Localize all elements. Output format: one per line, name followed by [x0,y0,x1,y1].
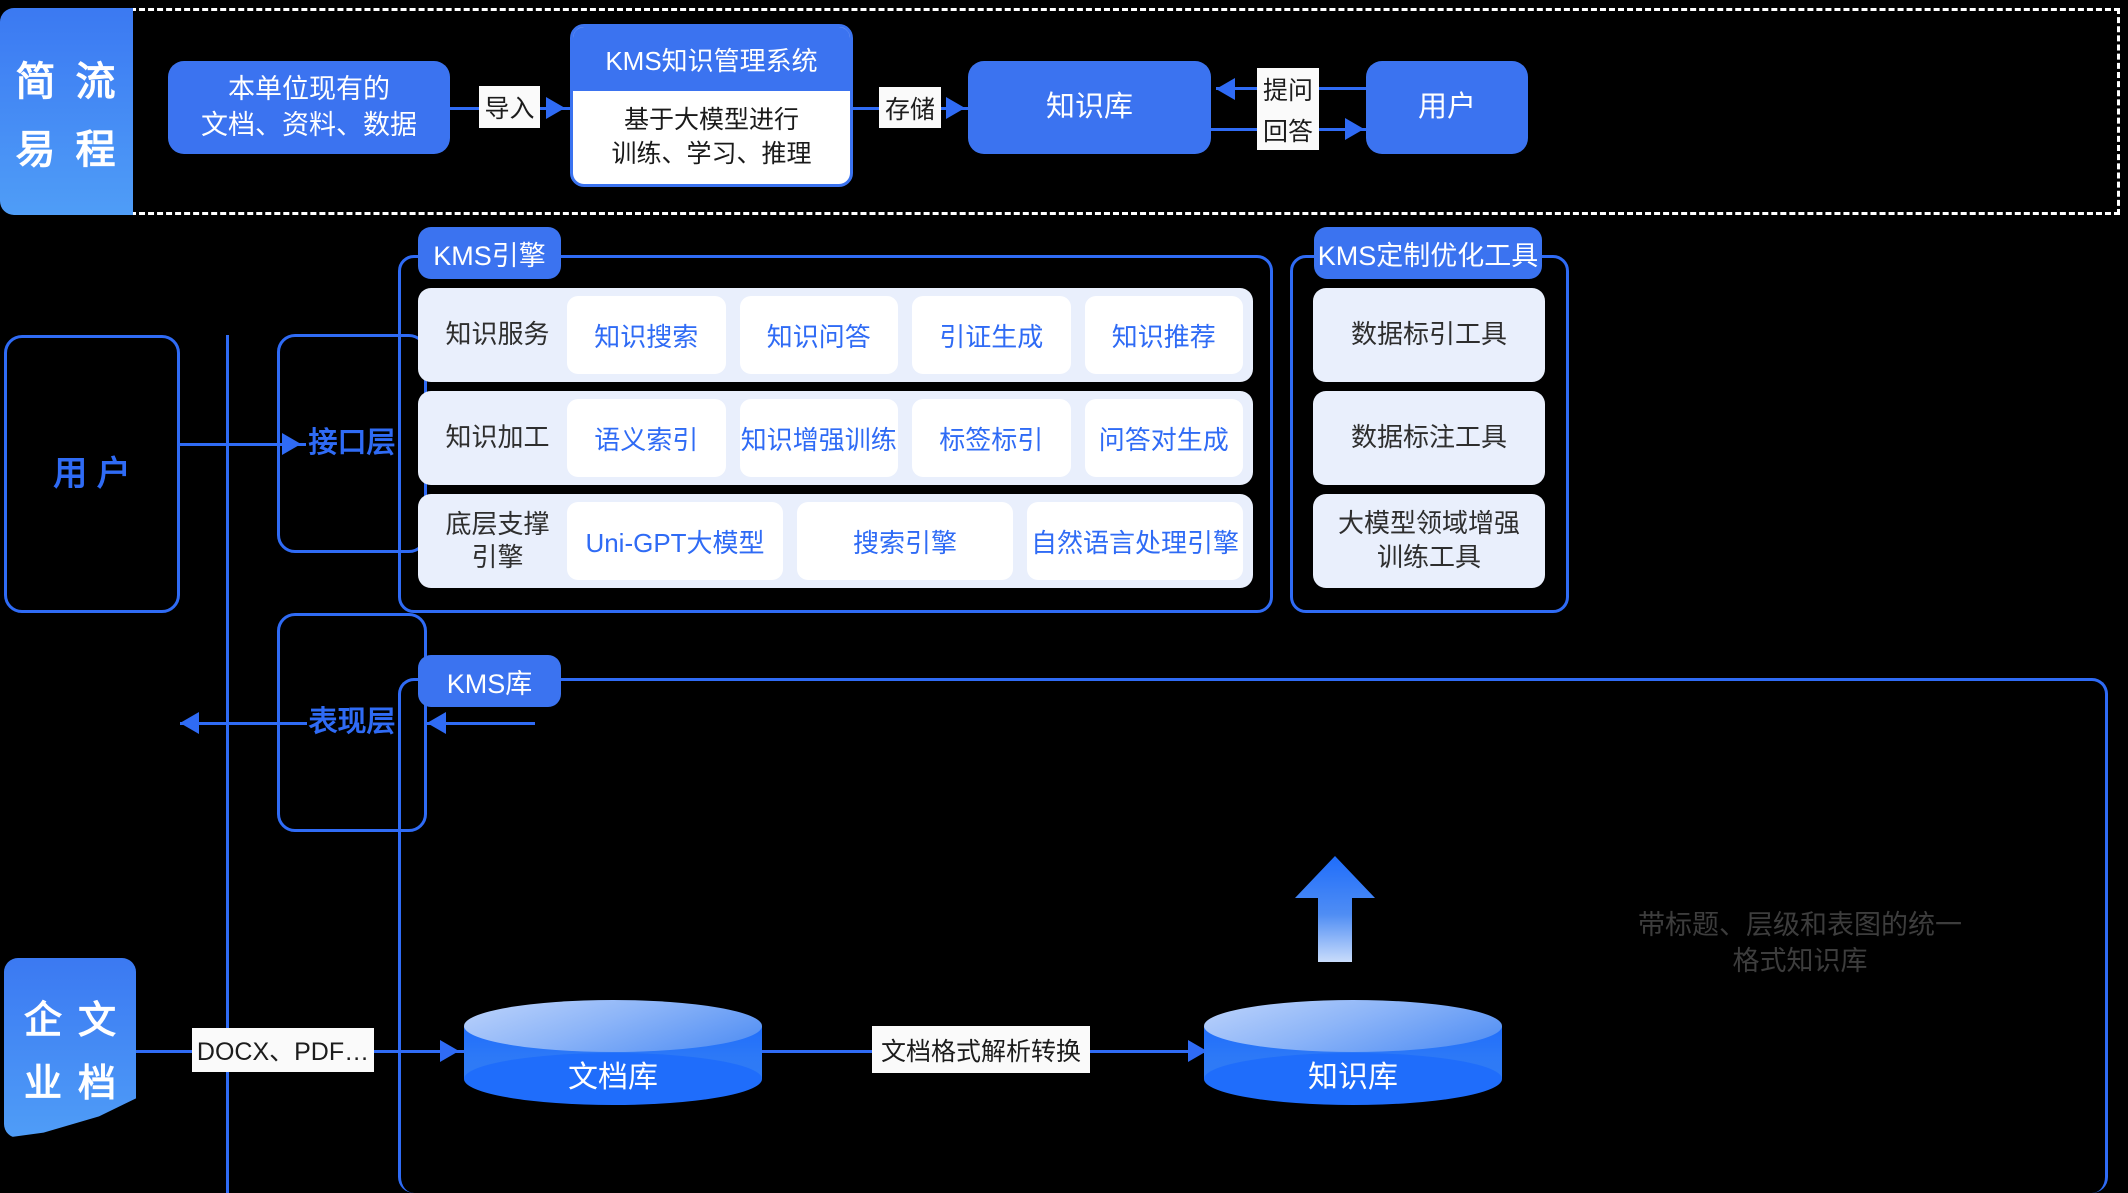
engine-cell-2-0[interactable]: Uni-GPT大模型 [567,502,783,580]
knowledge-store-label: 知识库 [1308,1060,1398,1094]
kms-library-panel [398,678,2108,1193]
flow-tag-char-1-0: 易 [15,127,58,172]
arrowhead-kms-to-kb [946,97,965,119]
flow-tag-char-0-0: 简 [15,59,58,104]
tool-item-2[interactable]: 大模型领域增强训练工具 [1313,494,1545,588]
knowledge-store-annotation-text: 带标题、层级和表图的统一格式知识库 [1638,910,1962,976]
kms-library-tag: KMS库 [418,655,561,707]
arrowhead-user-to-interface [282,433,301,455]
engine-row-label-0: 知识服务 [445,319,550,350]
engine-row-foundation: 底层支撑引擎 Uni-GPT大模型 搜索引擎 自然语言处理引擎 [418,494,1253,588]
engine-cell-1-1[interactable]: 知识增强训练 [739,399,898,477]
engine-cell-0-2[interactable]: 引证生成 [912,296,1071,374]
flow-knowledge-base-label: 知识库 [1045,91,1133,124]
kms-system-card[interactable]: KMS知识管理系统 基于大模型进行训练、学习、推理 [570,24,853,187]
arch-user-box[interactable]: 用 户 [4,335,180,613]
engine-cell-1-2[interactable]: 标签标引 [912,399,1071,477]
upward-flow-arrow [1295,856,1375,962]
engine-cell-1-0[interactable]: 语义索引 [567,399,726,477]
flow-tag-char-0-1: 流 [75,59,118,104]
arrowhead-docs-to-docstore [440,1040,459,1062]
ask-edge-label: 提问 [1257,68,1319,109]
kms-system-desc: 基于大模型进行训练、学习、推理 [611,106,812,168]
tool-item-1[interactable]: 数据标注工具 [1313,391,1545,485]
engine-cell-2-1[interactable]: 搜索引擎 [797,502,1013,580]
kms-tools-tag: KMS定制优化工具 [1314,227,1542,279]
interface-layer-label: 接口层 [308,427,396,460]
engine-row-knowledge-processing: 知识加工 语义索引 知识增强训练 标签标引 问答对生成 [418,391,1253,485]
arrowhead-presentation-to-user [180,712,199,734]
arrowhead-answer [1345,118,1364,140]
doc-tag-char-1-1: 档 [78,1063,117,1105]
file-format-edge-label: DOCX、PDF… [192,1028,374,1072]
document-store-top [464,1000,762,1052]
arrowhead-source-to-kms [546,97,565,119]
source-documents-box[interactable]: 本单位现有的文档、资料、数据 [168,61,450,154]
knowledge-store-top [1204,1000,1502,1052]
knowledge-store-bottom [1204,1053,1502,1105]
vertical-bus-line [226,335,229,1193]
kms-system-title: KMS知识管理系统 [573,27,850,91]
engine-cell-0-3[interactable]: 知识推荐 [1084,296,1243,374]
flow-tag-char-1-1: 程 [75,127,118,172]
connector-engine-to-presentation [427,722,535,725]
connector-user-to-interface [180,443,306,446]
arrowhead-engine-to-presentation [427,712,446,734]
tool-label-2: 大模型领域增强训练工具 [1337,508,1520,572]
convert-edge-label: 文档格式解析转换 [872,1026,1090,1073]
engine-row-knowledge-service: 知识服务 知识搜索 知识问答 引证生成 知识推荐 [418,288,1253,382]
engine-cell-0-0[interactable]: 知识搜索 [567,296,726,374]
connector-presentation-to-user [180,722,307,725]
doc-tag-char-1-0: 业 [23,1063,62,1105]
knowledge-store-annotation: 带标题、层级和表图的统一格式知识库 [1610,908,1990,979]
import-edge-label: 导入 [479,86,540,128]
engine-row-label-1: 知识加工 [445,422,550,453]
arrowhead-docstore-to-kbstore [1188,1040,1207,1062]
store-edge-label: 存储 [879,87,941,128]
engine-row-label-2: 底层支撑引擎 [445,508,550,572]
doc-tag-char-0-0: 企 [23,1000,62,1042]
arrowhead-ask [1216,78,1235,100]
engine-cell-0-1[interactable]: 知识问答 [739,296,898,374]
flow-user-box[interactable]: 用户 [1366,61,1528,154]
tool-item-0[interactable]: 数据标引工具 [1313,288,1545,382]
flow-user-label: 用户 [1417,91,1476,124]
kms-engine-tag: KMS引擎 [418,227,561,279]
enterprise-documents-tag: 企文 业档 [4,958,136,1138]
tool-label-0: 数据标引工具 [1350,319,1507,350]
document-store-cylinder[interactable]: 文档库 [464,1000,762,1105]
document-store-label: 文档库 [568,1060,658,1094]
flow-knowledge-base-box[interactable]: 知识库 [968,61,1211,154]
presentation-layer-label: 表现层 [308,706,396,739]
answer-edge-label: 回答 [1257,109,1319,150]
simple-flow-dashed-region [130,8,2120,215]
engine-cell-1-3[interactable]: 问答对生成 [1084,399,1243,477]
document-store-bottom [464,1053,762,1105]
kms-engine-panel [398,255,1273,613]
engine-cell-2-2[interactable]: 自然语言处理引擎 [1027,502,1243,580]
knowledge-store-cylinder[interactable]: 知识库 [1204,1000,1502,1105]
source-documents-label: 本单位现有的文档、资料、数据 [201,73,417,140]
arch-user-label: 用 户 [53,454,131,493]
tool-label-1: 数据标注工具 [1350,422,1507,453]
doc-tag-char-0-1: 文 [78,1000,117,1042]
simple-flow-label: 简流 易程 [0,8,133,215]
